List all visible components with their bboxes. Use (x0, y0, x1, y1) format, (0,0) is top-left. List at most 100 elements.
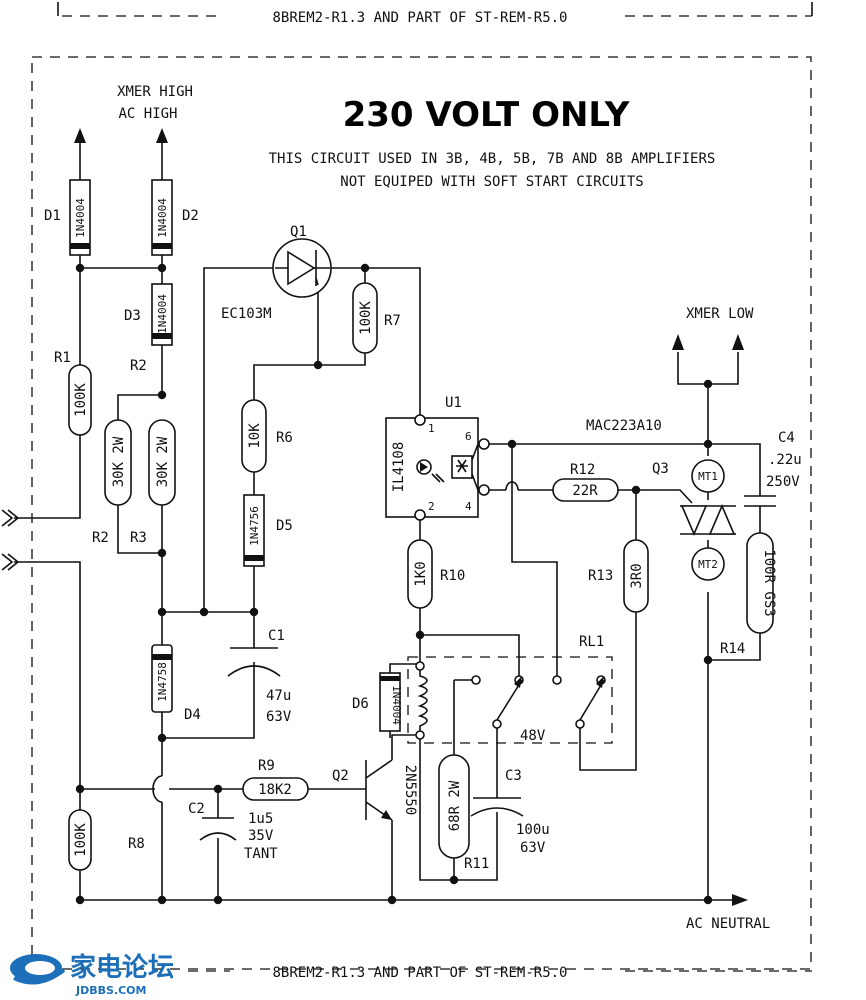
resistor-r7: 100K (352, 282, 378, 354)
xmer-high-label: XMER HIGH (117, 84, 193, 100)
terminal-arrows (1, 128, 748, 906)
jdbbs-watermark-logo: 家电论坛 JDBBS.COM (10, 952, 174, 997)
c1-value-1: 47u (266, 688, 291, 704)
c3-value-1: 100u (516, 822, 550, 838)
sheet-border (31, 2, 813, 972)
d4-label: D4 (184, 707, 201, 723)
d2-value: 1N4004 (156, 198, 169, 238)
watermark-en: JDBBS.COM (75, 984, 146, 997)
r12-label: R12 (570, 462, 595, 478)
q1-label: Q1 (290, 224, 307, 240)
u1-label: U1 (445, 395, 462, 411)
u1-value: IL4108 (391, 442, 407, 493)
c4-value-2: 250V (766, 474, 800, 490)
c2-value-1: 1u5 (248, 811, 273, 827)
r13-label: R13 (588, 568, 613, 584)
d3-label: D3 (124, 308, 141, 324)
u1-pin2: 2 (428, 500, 435, 513)
q3-label: Q3 (652, 461, 669, 477)
resistor-r11: 68R 2W (438, 754, 470, 859)
d1-value: 1N4004 (74, 198, 87, 238)
r1-value: 100K (73, 383, 89, 417)
r7-value: 100K (358, 301, 374, 335)
header-caption: 8BREM2-R1.3 AND PART OF ST-REM-R5.0 (272, 10, 567, 26)
diode-d5: 1N4756 (243, 494, 265, 567)
diode-d2: 1N4004 (151, 179, 173, 256)
scr-q1 (272, 238, 332, 298)
mt1-label: MT1 (698, 470, 718, 483)
c4-label: C4 (778, 430, 795, 446)
d1-label: D1 (44, 208, 61, 224)
d4-value: 1N4758 (156, 662, 169, 702)
diode-d6: 1N4004 (379, 663, 418, 738)
resistor-r10: 1K0 (407, 539, 433, 609)
q1-value: EC103M (221, 306, 272, 322)
wiring (14, 140, 761, 901)
r2-label: R2 (92, 530, 109, 546)
c1-label: C1 (268, 628, 285, 644)
r14-label: R14 (720, 641, 745, 657)
r11-label: R11 (464, 856, 489, 872)
c1-value-2: 63V (266, 709, 292, 725)
c3-label: C3 (505, 768, 522, 784)
resistor-r6: 10K (241, 399, 267, 473)
resistor-r2: 30K 2W (104, 419, 132, 506)
q2-label: Q2 (332, 768, 349, 784)
mt2-label: MT2 (698, 558, 718, 571)
footer-caption: 8BREM2-R1.3 AND PART OF ST-REM-R5.0 (272, 965, 567, 981)
watermark-cn: 家电论坛 (70, 952, 174, 983)
r12-value: 22R (572, 483, 598, 499)
u1-pin6: 6 (465, 430, 472, 443)
r3-label: R3 (130, 530, 147, 546)
capacitor-c4 (744, 495, 776, 507)
r3-value: 30K 2W (155, 436, 171, 487)
c2-value-2: 35V (248, 828, 274, 844)
r1-label: R1 (54, 350, 71, 366)
c3-value-2: 63V (520, 840, 546, 856)
r9-label: R9 (258, 758, 275, 774)
c4-value-1: .22u (768, 452, 802, 468)
resistor-r1: 100K (68, 364, 92, 436)
d6-label: D6 (352, 696, 369, 712)
transistor-q2 (365, 759, 393, 821)
rl1-label: RL1 (579, 634, 604, 650)
page-title: 230 VOLT ONLY (343, 95, 630, 135)
d2-label: D2 (182, 208, 199, 224)
optocoupler-u1 (385, 414, 490, 521)
r10-value: 1K0 (413, 561, 429, 586)
resistor-r9: 18K2 (242, 777, 309, 801)
triac-q3 (680, 459, 736, 581)
r8-value: 100K (73, 823, 89, 857)
r2-label-top: R2 (130, 358, 147, 374)
r11-value: 68R 2W (447, 780, 463, 831)
q2-value: 2N5550 (402, 765, 418, 816)
relay-rl1 (407, 656, 613, 744)
capacitor-c1 (227, 647, 281, 677)
r14-value: 100R GS3 (761, 549, 777, 616)
q3-value: MAC223A10 (586, 418, 662, 434)
u1-pin1: 1 (428, 422, 435, 435)
resistor-r14: 100R GS3 (746, 532, 777, 634)
d5-label: D5 (276, 518, 293, 534)
resistor-r8: 100K (68, 809, 92, 871)
resistor-r3: 30K 2W (148, 419, 176, 506)
u1-pin4: 4 (465, 500, 472, 513)
xmer-low-label: XMER LOW (686, 306, 754, 322)
diode-d4: 1N4758 (151, 644, 173, 713)
r8-label: R8 (128, 836, 145, 852)
d5-value: 1N4756 (248, 506, 261, 546)
d3-value: 1N4004 (156, 294, 169, 334)
r2-value: 30K 2W (111, 436, 127, 487)
resistor-r12: 22R (552, 478, 619, 502)
junction-dots (75, 263, 713, 905)
ac-high-label: AC HIGH (118, 106, 177, 122)
rl1-value: 48V (520, 728, 546, 744)
capacitor-c2 (199, 817, 237, 841)
d6-value: 1N4004 (390, 685, 403, 725)
r9-value: 18K2 (258, 782, 292, 798)
r6-value: 10K (247, 423, 263, 449)
r10-label: R10 (440, 568, 465, 584)
r7-label: R7 (384, 313, 401, 329)
